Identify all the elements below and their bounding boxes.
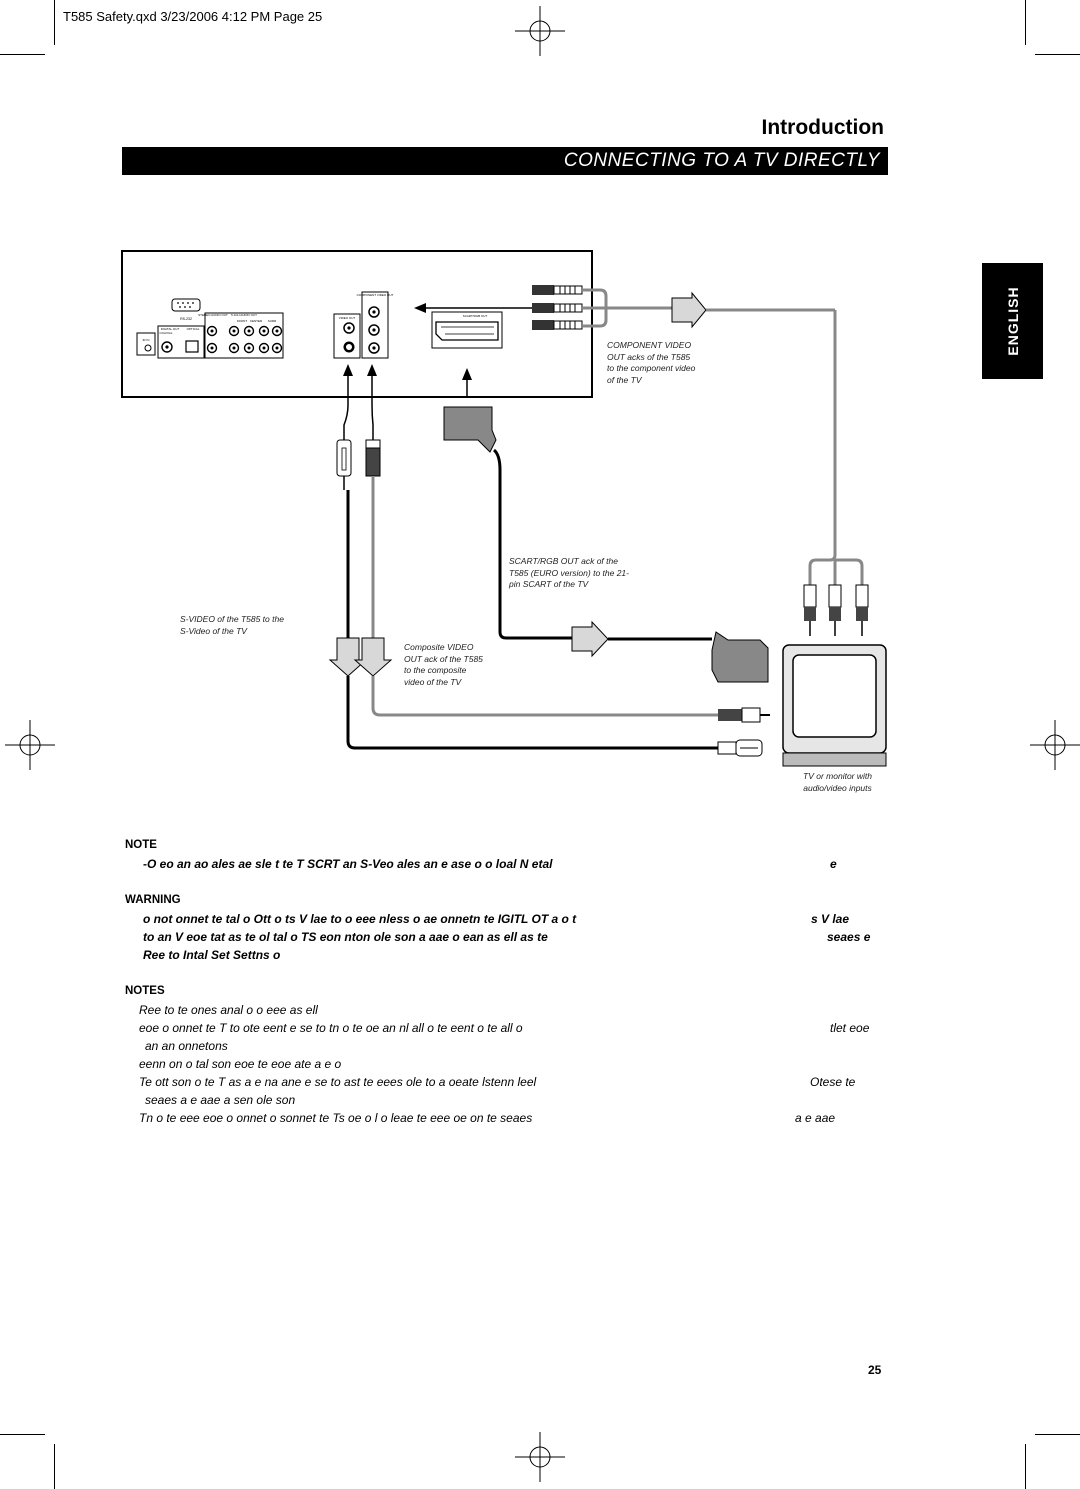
component-out-label: COMPONENT VIDEO OUT [357,293,394,297]
tv-svideo-plug-icon [717,739,763,757]
audio-out-block [204,312,284,359]
digital-out-label: DIGITAL OUT [161,327,180,331]
rs232-connector-icon [171,298,201,312]
banner: CONNECTING TO A TV DIRECTLY [122,147,888,175]
scart-plug-icon [443,406,497,453]
warning-text-2: to an V eoe tat as te ol tal o TS eon nt… [143,930,548,944]
arrow-icon [414,303,426,313]
coaxial-label: COAXIAL [159,331,172,335]
crop-mark [1035,1434,1080,1435]
note-text-right: e [830,857,837,871]
registration-mark-icon [5,720,55,770]
crop-mark [1035,54,1080,55]
crop-mark [0,54,45,55]
scart-connector-icon [435,321,499,341]
warning-text-1: o not onnet te tal o Ott o ts V lae to o… [143,912,577,926]
arrow-icon [571,620,609,658]
notes-line-right: a e aae [795,1111,836,1125]
notes-line: Te ott son o te T as a e na ane e se to … [139,1075,537,1089]
crop-mark [0,1434,45,1435]
notes-line: Ree to te ones anal o o eee as ell [139,1003,318,1017]
ir-in-label: IR IN [143,338,150,342]
connection-diagram: RS-232 5.1CH AUDIO OUT STEREO AUDIO OUT … [121,250,887,767]
arrow-icon [353,637,393,677]
composite-plug-icon [365,447,381,477]
notes-line-right: Otese te [810,1075,856,1089]
notes-heading: NOTES [125,985,165,997]
arrow-icon [343,364,353,376]
tv-composite-plug-icon [718,707,770,723]
language-tab: ENGLISH [982,263,1043,379]
notes-line: eenn on o tal son eoe te eoe ate a e o [139,1057,342,1071]
surr-label: SURR [268,319,277,323]
print-header: T585 Safety.qxd 3/23/2006 4:12 PM Page 2… [63,9,323,24]
arrow-icon [367,364,377,376]
registration-mark-icon [515,6,565,56]
notes-line: seaes a e aae a sen ole son [145,1093,296,1107]
note-text: -O eo an ao ales ae sle t te T SCRT an S… [143,857,553,871]
component-plugs-icon [532,285,583,330]
ir-in-block [136,332,156,356]
front-label: FRONT [237,319,247,323]
stereo-audio-label: STEREO AUDIO OUT [198,313,228,317]
page-number: 25 [868,1363,882,1377]
section-title: Introduction [761,116,884,139]
center-label: CENTER [250,319,263,323]
warning-text-1-right: s V lae [811,912,850,926]
crop-mark [54,0,55,45]
arrow-icon [328,637,368,677]
warning-heading: WARNING [125,894,181,906]
video-out-label: VIDEO OUT [339,316,356,320]
crop-mark [1025,1444,1026,1489]
warning-text-2-right: seaes e [827,930,871,944]
registration-mark-icon [1030,720,1080,770]
notes-line-right: tlet eoe [830,1021,870,1035]
notes-line: eoe o onnet te T to ote eent e se to tn … [139,1021,523,1035]
warning-text-3: Ree to Intal Set Settns o [143,948,281,962]
audio-out-label: 5.1CH AUDIO OUT [231,313,257,317]
crop-mark [1025,0,1026,45]
rs232-label: RS-232 [180,317,192,321]
notes-line: an an onnetons [145,1039,228,1053]
arrow-icon [462,368,472,380]
registration-mark-icon [515,1432,565,1482]
scart-label: SCART/RGB OUT [463,314,488,318]
tv-monitor-icon [782,644,887,767]
notes-line: Tn o te eee eoe o onnet o sonnet te Ts o… [139,1111,533,1125]
note-heading: NOTE [125,839,157,851]
crop-mark [54,1444,55,1489]
arrow-icon [671,291,707,329]
tv-scart-plug-icon [711,631,769,683]
optical-label: OPTICAL [187,327,200,331]
tv-component-plugs-icon [803,584,869,636]
banner-title: CONNECTING TO A TV DIRECTLY [563,150,880,171]
